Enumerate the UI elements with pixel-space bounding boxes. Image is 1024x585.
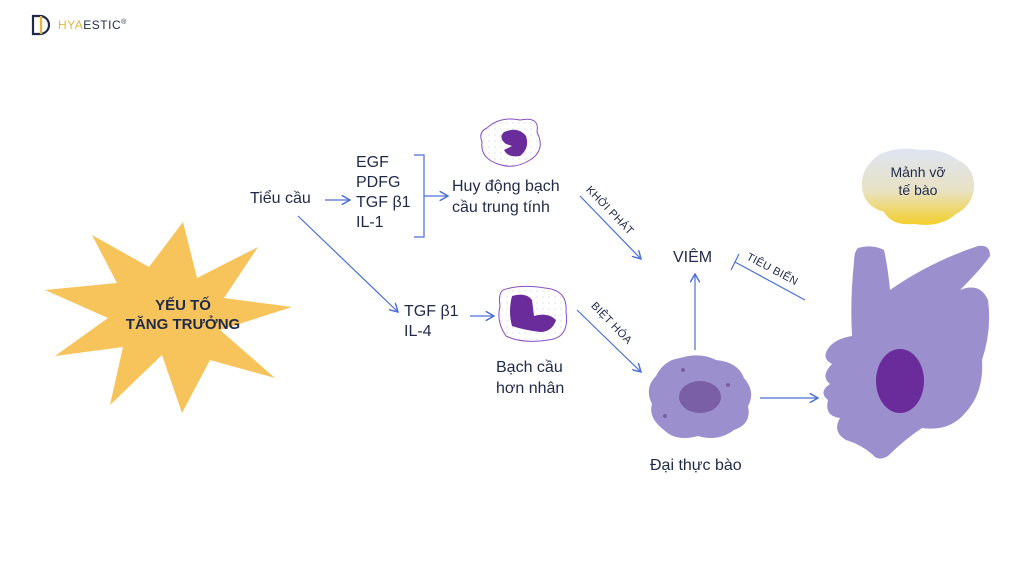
factor-tgf-b1: TGF β1 bbox=[356, 194, 411, 211]
platelet-label: Tiểu cầu bbox=[250, 190, 311, 207]
neutrophil-label-line2: cầu trung tính bbox=[452, 199, 550, 216]
arrow-differentiation bbox=[576, 309, 641, 372]
monocyte-label-line1: Bạch cầu bbox=[496, 359, 563, 376]
logo-mark-icon bbox=[31, 14, 51, 36]
factor-il-4: IL-4 bbox=[404, 323, 432, 340]
debris-label-line1: Mảnh vỡ bbox=[890, 164, 946, 180]
activated-macrophage-cell bbox=[823, 245, 990, 459]
debris-label: Mảnh vỡ tế bào bbox=[872, 163, 964, 199]
macrophage-label: Đại thực bào bbox=[650, 457, 742, 474]
logo-text-hya: HYA bbox=[58, 18, 84, 32]
factor-tgf-b1-bottom: TGF β1 bbox=[404, 303, 459, 320]
bracket-factors bbox=[414, 154, 425, 238]
cell-debris-blob bbox=[861, 148, 975, 225]
monocyte-label: Bạch cầu hơn nhân bbox=[496, 357, 564, 399]
inhibition-resolution bbox=[734, 261, 806, 301]
growth-factor-star bbox=[45, 222, 292, 413]
factors-top-list: EGF PDFG TGF β1 IL-1 bbox=[356, 153, 411, 233]
neutrophil-label-line1: Huy động bạch bbox=[452, 178, 560, 195]
factor-egf: EGF bbox=[356, 154, 389, 171]
debris-label-line2: tế bào bbox=[898, 182, 938, 198]
factor-pdfg: PDFG bbox=[356, 174, 401, 191]
neutrophil-label: Huy động bạch cầu trung tính bbox=[452, 176, 560, 218]
brand-logo: HYAESTIC® bbox=[30, 14, 127, 36]
inflammation-label: VIÊM bbox=[673, 249, 713, 266]
monocyte-cell bbox=[498, 285, 568, 342]
inhibition-bar bbox=[730, 253, 740, 271]
registered-mark: ® bbox=[121, 19, 127, 26]
arrow-initiation bbox=[579, 195, 641, 259]
star-label: YẾU TỐ TĂNG TRƯỞNG bbox=[113, 296, 253, 334]
factor-il-1: IL-1 bbox=[356, 214, 384, 231]
star-label-line2: TĂNG TRƯỞNG bbox=[125, 316, 241, 333]
factors-bottom-list: TGF β1 IL-4 bbox=[404, 302, 459, 342]
monocyte-label-line2: hơn nhân bbox=[496, 380, 565, 397]
arrow-platelet-to-tgf bbox=[297, 215, 398, 312]
star-label-line1: YẾU TỐ bbox=[155, 297, 211, 314]
neutrophil-cell bbox=[480, 118, 541, 167]
macrophage-cell bbox=[648, 355, 752, 438]
logo-text-estic: ESTIC bbox=[83, 18, 122, 32]
